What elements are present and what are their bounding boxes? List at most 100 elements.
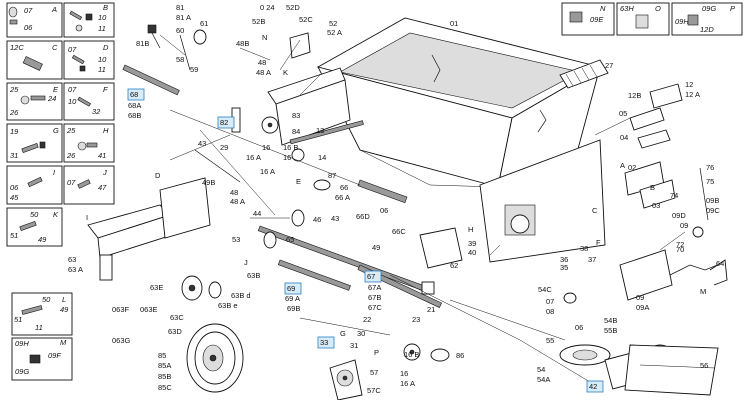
legend-box-E: E 25 24 26 bbox=[6, 82, 63, 121]
cover-62 bbox=[419, 227, 463, 269]
svg-text:67C: 67C bbox=[368, 303, 382, 312]
svg-text:54B: 54B bbox=[604, 316, 617, 325]
svg-text:16 A: 16 A bbox=[260, 167, 275, 176]
svg-text:10: 10 bbox=[68, 97, 77, 106]
svg-text:12 A: 12 A bbox=[685, 90, 700, 99]
svg-text:60: 60 bbox=[176, 26, 184, 35]
svg-text:54C: 54C bbox=[538, 285, 552, 294]
legend-box-M: M 09H 09G 09F bbox=[11, 337, 73, 381]
svg-text:E: E bbox=[53, 85, 59, 94]
svg-text:O: O bbox=[655, 4, 661, 13]
svg-text:09H: 09H bbox=[675, 17, 689, 26]
callout-82[interactable]: 82 bbox=[217, 116, 235, 129]
plate-04 bbox=[637, 129, 671, 149]
callout-42[interactable]: 42 bbox=[586, 380, 604, 393]
svg-text:16: 16 bbox=[400, 369, 408, 378]
svg-text:G: G bbox=[340, 329, 346, 338]
svg-text:09G: 09G bbox=[702, 4, 716, 13]
svg-text:52D: 52D bbox=[286, 3, 300, 12]
svg-text:09: 09 bbox=[680, 221, 688, 230]
svg-text:I: I bbox=[86, 213, 88, 222]
legend-box-C: 12C C bbox=[6, 40, 63, 80]
svg-text:48: 48 bbox=[258, 58, 266, 67]
svg-text:09A: 09A bbox=[636, 303, 649, 312]
svg-text:66: 66 bbox=[340, 183, 348, 192]
svg-text:52B: 52B bbox=[252, 17, 265, 26]
svg-text:07: 07 bbox=[68, 85, 77, 94]
guard-09 bbox=[619, 249, 726, 301]
svg-text:69 A: 69 A bbox=[285, 294, 300, 303]
bolt-72 bbox=[692, 226, 704, 238]
svg-text:54A: 54A bbox=[537, 375, 550, 384]
svg-text:76: 76 bbox=[706, 163, 714, 172]
svg-text:52C: 52C bbox=[299, 15, 313, 24]
svg-text:06: 06 bbox=[575, 323, 583, 332]
svg-text:09H: 09H bbox=[15, 339, 29, 348]
coupler-67C bbox=[421, 281, 435, 295]
svg-text:26: 26 bbox=[9, 108, 19, 117]
svg-text:C: C bbox=[592, 206, 598, 215]
svg-text:81: 81 bbox=[176, 3, 184, 12]
callout-33[interactable]: 33 bbox=[317, 336, 335, 349]
svg-text:54: 54 bbox=[537, 365, 545, 374]
svg-text:66D: 66D bbox=[356, 212, 370, 221]
legend-box-J: J 07 47 bbox=[63, 165, 115, 205]
svg-text:F: F bbox=[103, 85, 108, 94]
svg-text:14: 14 bbox=[318, 153, 326, 162]
svg-text:53: 53 bbox=[232, 235, 240, 244]
svg-text:70: 70 bbox=[676, 245, 684, 254]
bearing-46 bbox=[291, 209, 305, 227]
svg-text:83: 83 bbox=[292, 111, 300, 120]
svg-text:26: 26 bbox=[66, 151, 76, 160]
svg-text:63E: 63E bbox=[150, 283, 163, 292]
svg-text:69B: 69B bbox=[287, 304, 300, 313]
plate-05 bbox=[629, 107, 665, 131]
gear-16B bbox=[403, 343, 421, 361]
svg-text:G: G bbox=[53, 126, 59, 135]
callout-69[interactable]: 69 bbox=[284, 282, 302, 295]
callout-67[interactable]: 67 bbox=[364, 270, 382, 283]
svg-text:16: 16 bbox=[262, 143, 270, 152]
svg-text:K: K bbox=[53, 210, 59, 219]
svg-text:40: 40 bbox=[468, 248, 476, 257]
svg-text:21: 21 bbox=[427, 305, 435, 314]
leader-lines bbox=[159, 34, 686, 386]
legend-box-H: H 25 26 41 bbox=[63, 123, 115, 163]
svg-text:09F: 09F bbox=[48, 351, 61, 360]
legend-box-O: O 63H bbox=[616, 2, 670, 36]
svg-text:49: 49 bbox=[60, 305, 69, 314]
svg-text:D: D bbox=[155, 171, 161, 180]
svg-text:09: 09 bbox=[636, 293, 644, 302]
svg-text:M: M bbox=[60, 338, 67, 347]
svg-text:19: 19 bbox=[10, 127, 19, 136]
svg-text:P: P bbox=[730, 4, 735, 13]
svg-text:66C: 66C bbox=[392, 227, 406, 236]
hub-63 bbox=[181, 275, 222, 301]
svg-text:I: I bbox=[53, 168, 55, 177]
shaft-69 bbox=[277, 259, 351, 291]
svg-text:50: 50 bbox=[30, 210, 39, 219]
svg-text:35: 35 bbox=[560, 263, 568, 272]
bracket-03 bbox=[639, 179, 676, 209]
svg-text:J: J bbox=[102, 168, 107, 177]
callout-68[interactable]: 68 bbox=[127, 88, 145, 101]
svg-text:33: 33 bbox=[320, 338, 328, 347]
bearing-65 bbox=[263, 231, 277, 249]
svg-text:51: 51 bbox=[14, 315, 22, 324]
svg-text:55: 55 bbox=[546, 336, 554, 345]
flange-86 bbox=[430, 348, 450, 362]
svg-text:63H: 63H bbox=[620, 4, 634, 13]
svg-text:29: 29 bbox=[220, 143, 228, 152]
frame-63 bbox=[87, 177, 211, 281]
svg-text:84: 84 bbox=[292, 127, 300, 136]
svg-text:58: 58 bbox=[176, 55, 184, 64]
svg-text:72: 72 bbox=[676, 240, 684, 249]
svg-text:63C: 63C bbox=[170, 313, 184, 322]
svg-text:63D: 63D bbox=[168, 327, 182, 336]
svg-text:063E: 063E bbox=[140, 305, 158, 314]
gearbox-33 bbox=[329, 359, 363, 400]
svg-text:B: B bbox=[650, 183, 655, 192]
svg-text:05: 05 bbox=[619, 109, 627, 118]
svg-text:48 A: 48 A bbox=[230, 197, 245, 206]
